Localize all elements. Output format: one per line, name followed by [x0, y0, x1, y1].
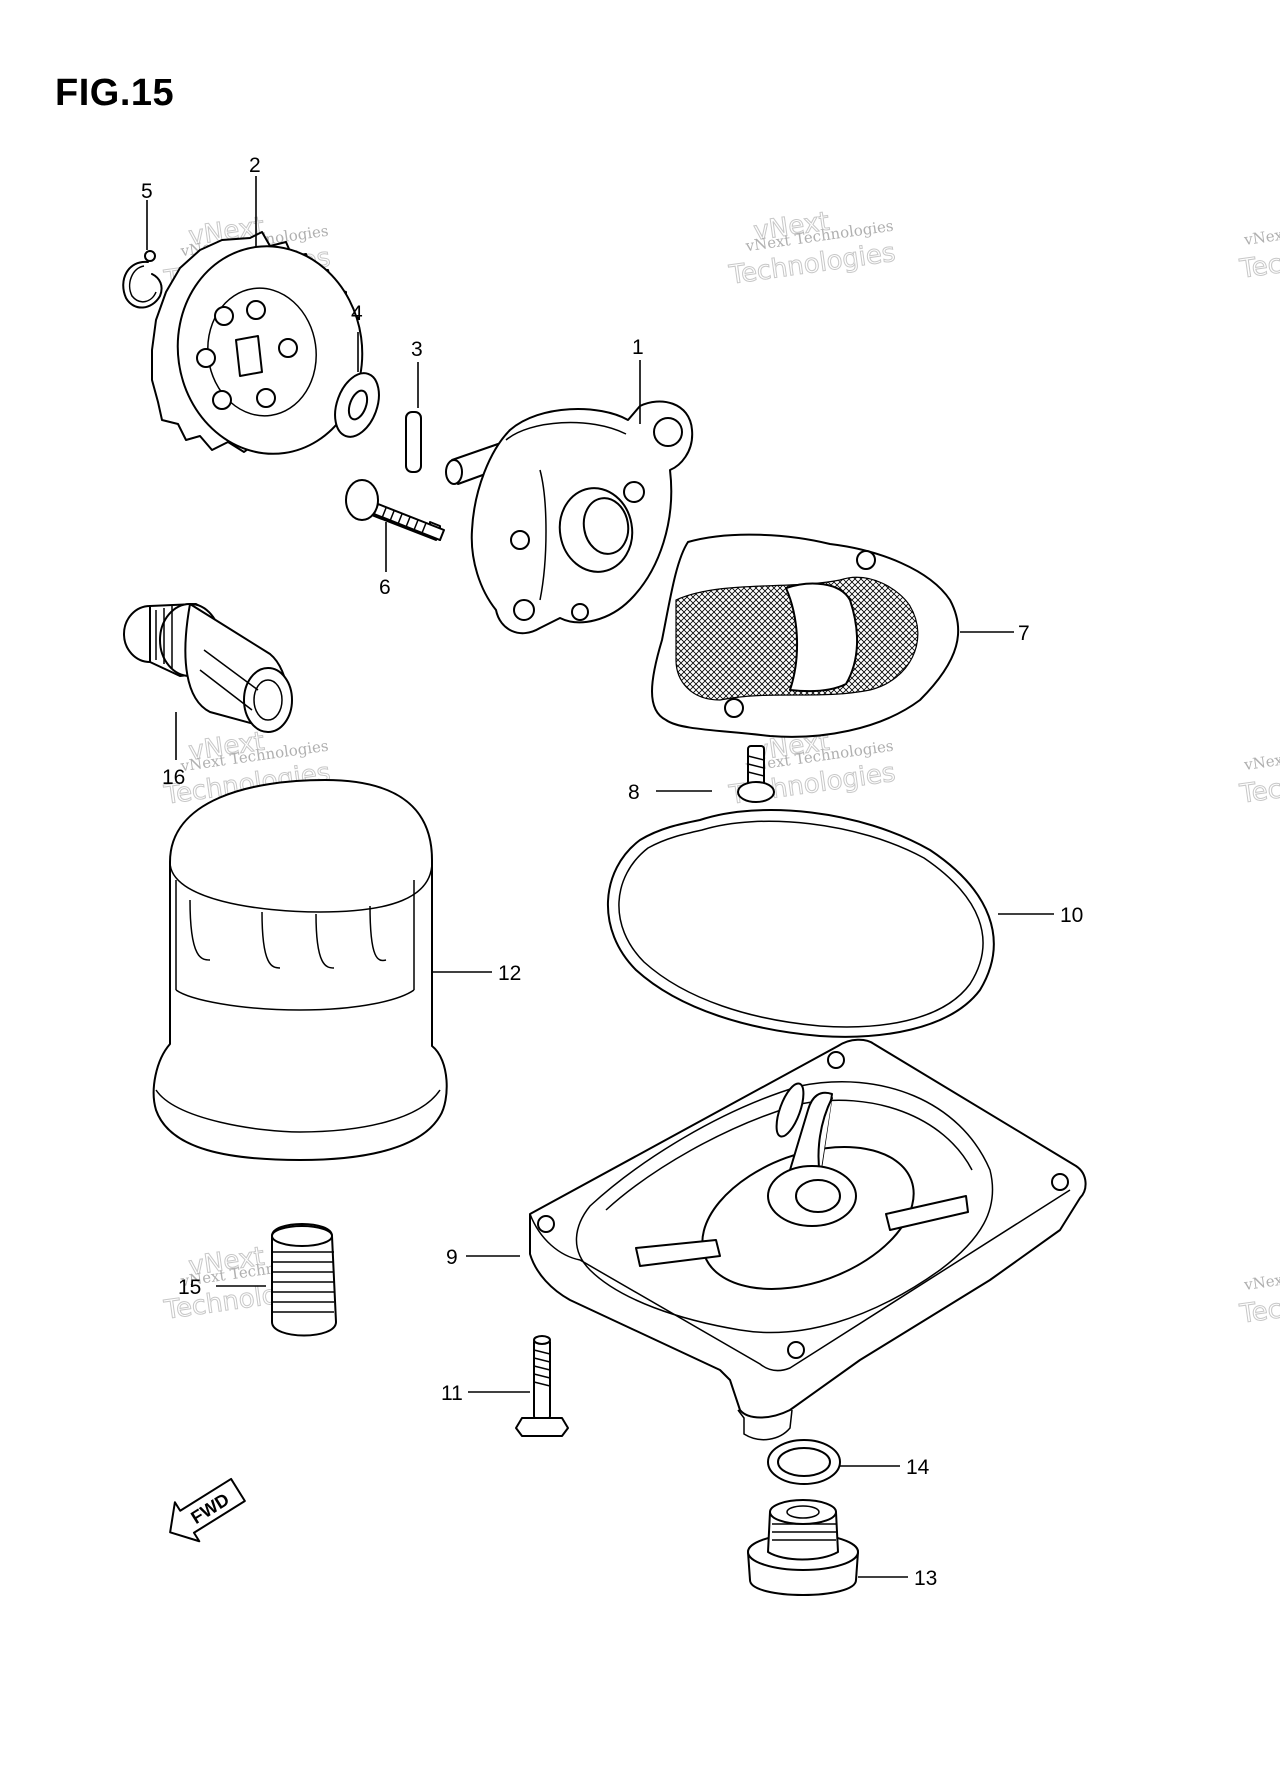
oil-pressure-switch [123, 603, 293, 733]
callout-7: 7 [1018, 622, 1030, 645]
oil-pump-gear [151, 231, 364, 455]
callout-10: 10 [1060, 904, 1083, 927]
watermark: vNext Technologies Technologies [1237, 210, 1280, 285]
washer [334, 372, 380, 438]
leader-lines [146, 176, 1054, 1578]
oil-strainer [651, 533, 960, 738]
callout-1: 1 [632, 336, 644, 359]
callout-11: 11 [441, 1382, 463, 1405]
callout-12: 12 [498, 962, 521, 985]
watermark: vNext Technologies Technologies [1237, 735, 1280, 810]
oil-pump [445, 400, 694, 635]
oil-pan-bolt [515, 1335, 569, 1437]
callout-2: 2 [249, 154, 261, 177]
callout-9: 9 [446, 1246, 458, 1269]
oil-filter [152, 779, 448, 1161]
drain-plug-washer [767, 1439, 841, 1485]
callout-8: 8 [628, 781, 640, 804]
strainer-screw [737, 745, 775, 803]
oil-pan-gasket [606, 809, 995, 1038]
circlip [122, 250, 163, 309]
watermark: vNext vNext Technologies Technologies [726, 206, 898, 291]
oil-pan [529, 1038, 1087, 1441]
oil-plug [271, 1223, 337, 1337]
svg-text:vNext Technologies: vNext Technologies [1242, 735, 1280, 774]
fwd-arrow: FWD [169, 1477, 246, 1543]
callout-labels: 1 2 3 4 5 6 7 8 9 10 11 12 13 14 15 16 [141, 154, 1083, 1590]
callout-13: 13 [914, 1567, 937, 1590]
callout-4: 4 [351, 302, 363, 325]
watermark: vNext Technologies Technologies [1237, 1255, 1280, 1330]
callout-15: 15 [178, 1276, 201, 1299]
pump-bolt [345, 479, 445, 541]
svg-text:vNext Technologies: vNext Technologies [1242, 1255, 1280, 1294]
figure-title: FIG.15 [55, 72, 175, 114]
callout-3: 3 [411, 338, 423, 361]
callout-6: 6 [379, 576, 391, 599]
callout-14: 14 [906, 1456, 930, 1479]
callout-16: 16 [162, 766, 185, 789]
callout-5: 5 [141, 180, 153, 203]
svg-text:vNext Technologies: vNext Technologies [1242, 210, 1280, 249]
drain-plug [747, 1499, 859, 1596]
dowel-pin [405, 411, 422, 473]
